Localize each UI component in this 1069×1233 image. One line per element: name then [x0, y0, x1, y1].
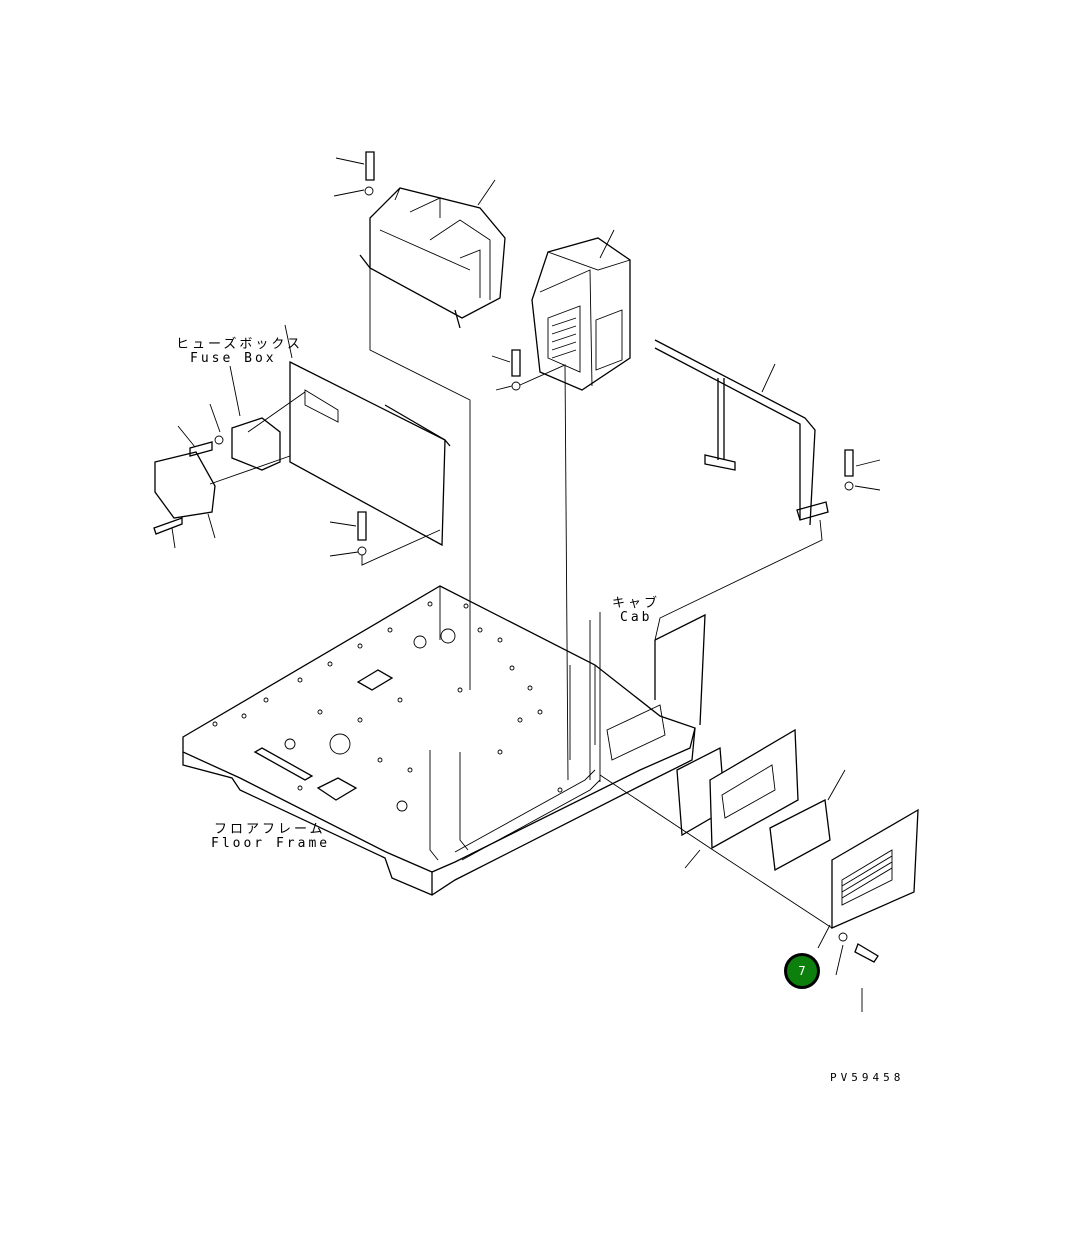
cab-panel	[606, 613, 706, 761]
cab-label-en: Cab	[620, 610, 653, 625]
fasteners	[153, 151, 879, 963]
leader-lines	[171, 157, 881, 1012]
fuse-box	[154, 417, 281, 519]
floor-frame-label-en: Floor Frame	[211, 836, 331, 851]
duct-parts	[676, 728, 919, 929]
fuse-box-label-en: Fuse Box	[190, 351, 277, 366]
support-stay	[654, 339, 829, 526]
floor-holes	[212, 601, 563, 793]
fuse-box-label-jp: ヒューズボックス	[176, 337, 303, 352]
heater-unit	[359, 187, 506, 329]
part-callout-7[interactable]: 7	[784, 953, 820, 989]
cooler-unit	[531, 237, 631, 391]
drawing-code: PV59458	[830, 1071, 905, 1084]
cab-label-jp: キャブ	[612, 596, 661, 611]
floor-frame-label-jp: フロアフレーム	[214, 822, 326, 837]
fuse-box-bracket	[289, 360, 451, 547]
